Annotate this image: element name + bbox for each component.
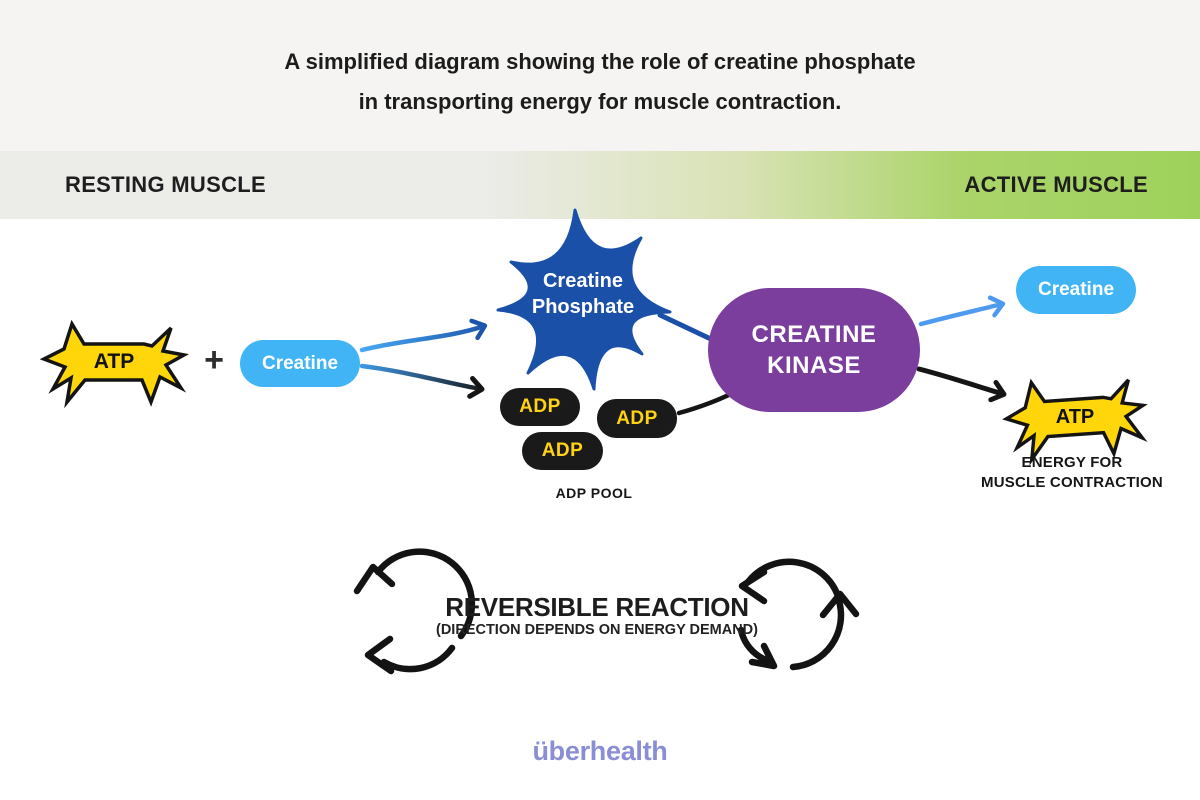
- creatine-kinase-line2: KINASE: [767, 352, 861, 379]
- adp-pill-1: ADP: [500, 388, 580, 426]
- creatine-phosphate-line2: Phosphate: [531, 296, 635, 318]
- resting-muscle-label: RESTING MUSCLE: [65, 172, 266, 197]
- energy-label-line2: MUSCLE CONTRACTION: [981, 474, 1163, 491]
- adp-pill-2: ADP: [597, 399, 677, 438]
- rotation-arrows-left-icon: [353, 548, 476, 675]
- page-title: A simplified diagram showing the role of…: [0, 42, 1200, 122]
- arrow-kinase-to-creatine: [918, 295, 1006, 327]
- atp-right-label: ATP: [1055, 406, 1095, 428]
- muscle-state-banner: RESTING MUSCLE ACTIVE MUSCLE: [0, 151, 1200, 219]
- adp-pool-label: ADP POOL: [555, 485, 633, 501]
- reversible-reaction-title: REVERSIBLE REACTION: [445, 592, 749, 622]
- brand-logo: überhealth: [532, 736, 668, 766]
- page-title-line1: A simplified diagram showing the role of…: [284, 49, 916, 74]
- energy-label-line1: ENERGY FOR: [1021, 454, 1123, 471]
- rotation-arrows-right-icon: [737, 558, 860, 671]
- line-phosphate-to-kinase: [657, 312, 718, 344]
- creatine-pill-left: Creatine: [240, 340, 360, 387]
- creatine-phosphate-line1: Creatine: [542, 270, 624, 292]
- creatine-kinase-line1: CREATINE: [751, 321, 877, 348]
- energy-for-muscle-label: ENERGY FOR MUSCLE CONTRACTION: [972, 453, 1172, 493]
- page-title-line2: in transporting energy for muscle contra…: [358, 89, 842, 114]
- creatine-kinase-node: CREATINE KINASE: [708, 288, 920, 412]
- arrow-creatine-to-adp: [359, 363, 485, 399]
- creatine-phosphate-star-shape: [496, 208, 672, 391]
- atp-left-label: ATP: [93, 350, 135, 373]
- reversible-reaction-subtitle: (DIRECTION DEPENDS ON ENERGY DEMAND): [436, 622, 758, 638]
- plus-sign: +: [204, 341, 224, 379]
- creatine-pill-right: Creatine: [1016, 266, 1136, 314]
- creatine-phosphate-label: Creatine Phosphate: [503, 268, 663, 320]
- arrow-creatine-to-phosphate: [359, 318, 488, 353]
- active-muscle-label: ACTIVE MUSCLE: [964, 172, 1148, 197]
- adp-pill-3: ADP: [522, 432, 603, 470]
- header-background: [0, 0, 1200, 151]
- arrow-kinase-to-atp: [916, 366, 1007, 403]
